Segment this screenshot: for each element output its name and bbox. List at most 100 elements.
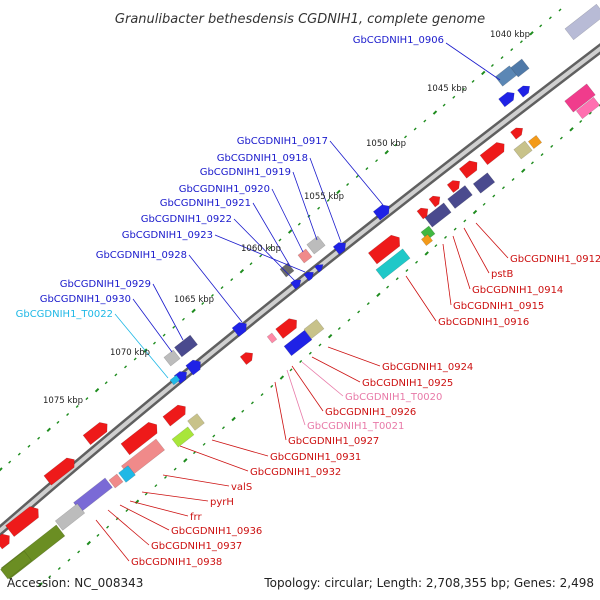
feature-block <box>575 96 600 120</box>
feature-block-shape <box>266 332 278 344</box>
outer-tick-row <box>539 24 543 28</box>
outer-tick-row <box>8 460 12 464</box>
gene-label: GbCGDNIH1_0937 <box>151 541 242 552</box>
feature-arrow <box>290 279 302 290</box>
gene-label: GbCGDNIH1_0921 <box>160 198 251 209</box>
inner-tick-row <box>289 368 293 372</box>
outer-tick-row <box>0 467 3 472</box>
feature-arrow <box>372 204 390 221</box>
feature-block-shape <box>510 58 530 78</box>
feature-arrow <box>510 127 524 140</box>
inner-tick-row <box>221 426 225 430</box>
gene-label: GbCGDNIH1_0916 <box>438 317 529 328</box>
inner-tick-row <box>212 434 216 438</box>
feature-block-shape <box>472 172 496 194</box>
feature-block <box>171 426 195 448</box>
inner-tick-row <box>453 227 457 231</box>
gene-labels: GbCGDNIH1_0906GbCGDNIH1_0917GbCGDNIH1_09… <box>16 35 600 568</box>
outer-tick-row <box>558 8 562 12</box>
outer-tick-row <box>220 286 224 290</box>
gene-label: pstB <box>491 269 513 280</box>
outer-tick-row <box>104 381 108 385</box>
feature-arrow <box>517 85 531 98</box>
gene-label: GbCGDNIH1_0918 <box>217 153 308 164</box>
feature-block-shape <box>0 550 32 580</box>
inner-tick-row <box>424 251 429 256</box>
feature-block-shape <box>575 96 600 120</box>
leader-line <box>214 234 306 273</box>
gene-label: frr <box>190 512 202 523</box>
feature-block <box>297 248 313 264</box>
feature-block-shape <box>421 234 433 246</box>
feature-arrow-shape <box>275 318 297 339</box>
leader-line <box>311 356 361 383</box>
leader-line <box>107 509 150 546</box>
inner-tick-row <box>434 244 438 248</box>
outer-tick-row <box>297 222 301 226</box>
leader-line <box>309 157 342 243</box>
accession-text: Accession: NC_008343 <box>7 576 143 590</box>
inner-tick-row <box>183 458 188 463</box>
inner-tick-row <box>250 401 254 405</box>
outer-tick-row <box>500 56 504 60</box>
feature-arrow-shape <box>173 371 188 384</box>
outer-tick-row <box>452 95 456 99</box>
outer-tick-row <box>133 357 137 361</box>
inner-tick-row <box>482 202 486 206</box>
kbp-marker-label: 1050 kbp <box>366 139 406 149</box>
feature-block <box>424 202 452 228</box>
feature-arrow-shape <box>0 533 10 550</box>
inner-tick-row <box>299 360 303 364</box>
feature-block <box>108 473 124 489</box>
inner-tick-row <box>472 209 478 215</box>
feature-arrow-shape <box>43 457 75 486</box>
feature-block-shape <box>447 185 473 209</box>
feature-arrow-shape <box>517 85 531 98</box>
outer-tick-row <box>172 325 176 329</box>
outer-tick-row <box>423 119 427 123</box>
feature-arrow <box>275 318 297 339</box>
feature-arrow-shape <box>458 160 478 179</box>
outer-tick-row <box>181 317 185 321</box>
leader-line <box>129 500 189 517</box>
feature-block-shape <box>283 329 313 357</box>
feature-block <box>447 185 473 209</box>
leader-line <box>475 222 509 259</box>
outer-tick-row <box>268 246 272 250</box>
outer-tick-row <box>17 452 21 456</box>
feature-block <box>513 140 533 160</box>
inner-tick-row <box>463 219 467 223</box>
inner-tick-row <box>270 384 274 388</box>
outer-tick-row <box>46 427 51 433</box>
kbp-marker-label: 1045 kbp <box>427 84 467 94</box>
feature-arrow <box>332 242 347 255</box>
outer-tick-row <box>94 387 100 393</box>
inner-tick-row <box>511 177 515 181</box>
leader-line <box>132 298 173 353</box>
inner-tick-row <box>540 153 544 157</box>
inner-tick-row <box>106 525 110 529</box>
outer-tick-row <box>239 269 245 274</box>
outer-tick-row <box>230 278 234 282</box>
feature-arrow-shape <box>428 195 441 208</box>
leader-line <box>292 171 318 241</box>
leader-lines <box>95 42 509 562</box>
feature-block-shape <box>163 349 181 367</box>
inner-tick-row <box>67 558 71 562</box>
outer-tick-row <box>529 31 534 36</box>
feature-arrow-shape <box>367 234 401 265</box>
gene-label: valS <box>231 482 252 493</box>
outer-tick-row <box>317 206 321 210</box>
feature-block-shape <box>118 465 136 483</box>
inner-tick-row <box>492 194 496 198</box>
genome-summary-text: Topology: circular; Length: 2,708,355 bp… <box>263 576 594 590</box>
inner-tick-row <box>405 269 409 273</box>
feature-block <box>472 172 496 194</box>
feature-block <box>0 550 32 580</box>
outer-tick-row <box>404 135 408 139</box>
feature-block-shape <box>424 202 452 228</box>
outer-tick-row <box>471 79 475 83</box>
feature-block-shape <box>108 473 124 489</box>
feature-arrow-shape <box>303 271 314 282</box>
leader-line <box>329 140 384 206</box>
